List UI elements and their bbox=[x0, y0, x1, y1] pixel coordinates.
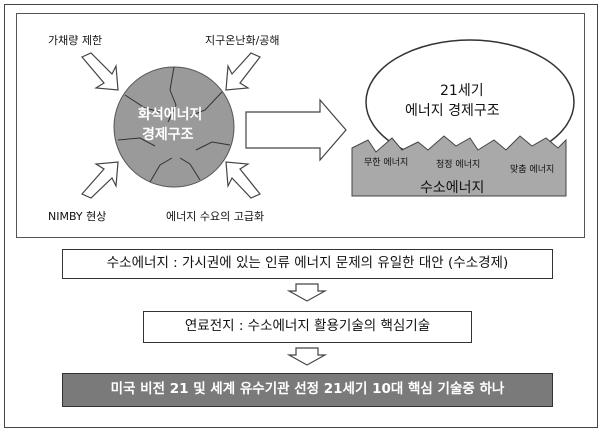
pressure-arrows bbox=[81, 52, 261, 199]
sphere-title-line1: 화석에너지 bbox=[138, 107, 203, 123]
label-nimby: NIMBY 현상 bbox=[48, 210, 107, 223]
flow-box-fuel-cell: 연료전지 : 수소에너지 활용기술의 핵심기술 bbox=[143, 311, 472, 343]
fossil-sphere bbox=[113, 66, 235, 188]
flow-arrows bbox=[286, 283, 328, 366]
label-global-warming: 지구온난화/공해 bbox=[205, 34, 280, 47]
top-panel bbox=[16, 13, 585, 238]
sub-label-custom: 맞춤 에너지 bbox=[510, 165, 555, 175]
sub-label-infinite: 무한 에너지 bbox=[364, 158, 409, 168]
label-reserve-limit: 가채량 제한 bbox=[48, 34, 103, 47]
sub-label-clean: 청정 에너지 bbox=[436, 160, 481, 170]
sphere-title-line2: 경제구조 bbox=[142, 127, 194, 143]
hydrogen-energy-label: 수소에너지 bbox=[420, 180, 485, 196]
label-demand-upgrade: 에너지 수요의 고급화 bbox=[166, 210, 265, 223]
bubble-line2: 에너지 경제구조 bbox=[405, 103, 500, 119]
flow-box-hydrogen: 수소에너지 : 가시권에 있는 인류 에너지 문제의 유일한 대안 (수소경제) bbox=[62, 249, 553, 279]
transition-arrow bbox=[245, 98, 347, 162]
figure-frame bbox=[4, 4, 598, 428]
flow-box-vision21: 미국 비전 21 및 세계 유수기관 선정 21세기 10대 핵심 기술중 하나 bbox=[62, 373, 553, 407]
bubble-line1: 21세기 bbox=[440, 83, 484, 99]
hydrogen-base bbox=[351, 135, 567, 197]
